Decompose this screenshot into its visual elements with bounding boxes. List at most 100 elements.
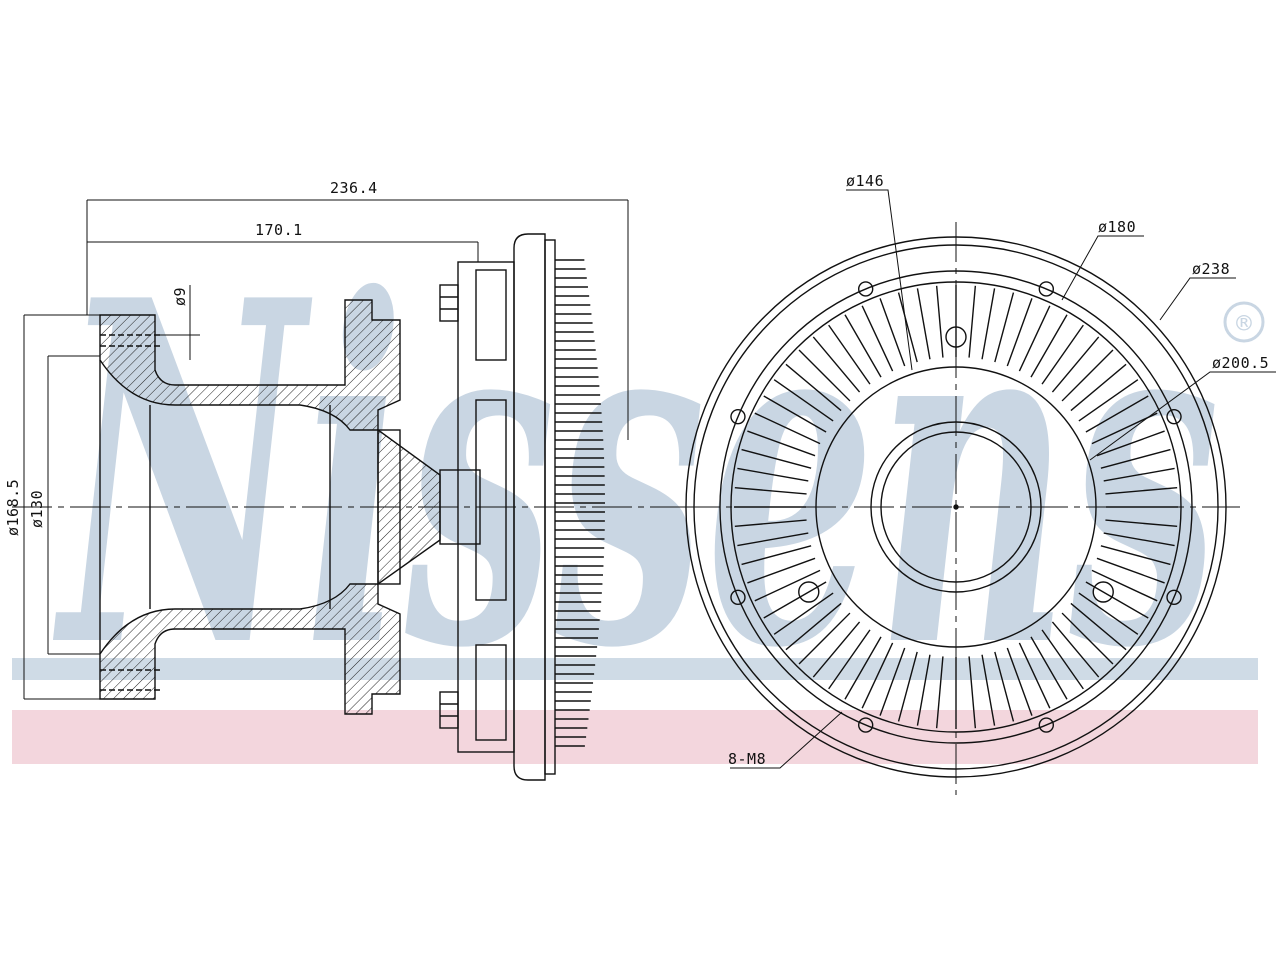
radial-fin <box>754 569 821 602</box>
fin-ring-inner <box>815 366 1097 648</box>
radial-fin <box>737 532 809 547</box>
radial-fin <box>897 292 918 363</box>
radial-fin <box>785 602 842 651</box>
radial-fin <box>1096 430 1165 457</box>
bolt-hole <box>730 589 746 606</box>
bolt-hole <box>1166 408 1182 425</box>
hub-disc <box>377 429 401 585</box>
radial-fin <box>879 298 906 367</box>
radial-fin <box>737 467 809 482</box>
radial-fin <box>1041 629 1084 690</box>
radial-fin <box>741 448 812 469</box>
watermark-blue-band <box>12 658 1258 680</box>
radial-fin <box>763 395 827 433</box>
clutch-inner-2 <box>475 399 507 601</box>
hub-inner <box>880 431 1032 583</box>
radial-fin <box>812 621 861 678</box>
cooling-fins <box>555 259 605 747</box>
radial-fin <box>1070 602 1127 651</box>
radial-fin <box>935 656 944 729</box>
radial-fin <box>916 288 931 360</box>
radial-fin <box>1006 298 1033 367</box>
radial-fin <box>1100 545 1171 566</box>
hub-section-upper <box>99 299 401 431</box>
hub-outer <box>870 421 1042 593</box>
radial-fin <box>994 292 1015 363</box>
fin-ring-outer <box>730 281 1182 733</box>
registered-mark-circle <box>1223 301 1265 343</box>
radial-fin <box>1061 612 1114 665</box>
radial-fin <box>897 651 918 722</box>
radial-fin <box>916 654 931 726</box>
radial-fin <box>1091 569 1158 602</box>
mount-hole <box>945 326 967 348</box>
registered-mark: ® <box>1236 309 1252 339</box>
mount-hole <box>798 581 820 603</box>
radial-fin <box>1100 448 1171 469</box>
hub-section-lower <box>99 583 401 715</box>
radial-fin <box>1105 519 1178 528</box>
radial-fin <box>734 486 807 495</box>
radial-fin <box>1006 647 1033 716</box>
radial-fin <box>968 285 977 358</box>
radial-fin <box>861 305 894 372</box>
radial-fin <box>879 647 906 716</box>
radial-fin <box>773 379 834 422</box>
radial-fin <box>968 656 977 729</box>
radial-fin <box>1030 636 1068 700</box>
radial-fin <box>844 314 882 378</box>
leader-threads <box>730 711 843 769</box>
leader-d200 <box>1089 371 1276 461</box>
radial-fin <box>798 612 851 665</box>
hub-center <box>953 504 959 510</box>
bolt-hole <box>1166 589 1182 606</box>
dim-flange-length: 170.1 <box>255 221 303 239</box>
radial-fin <box>741 545 812 566</box>
clutch-center-boss <box>439 469 481 545</box>
radial-fin <box>785 363 842 412</box>
radial-fin <box>1078 379 1139 422</box>
radial-fin <box>981 288 996 360</box>
watermark: Nissens ® <box>12 199 1265 764</box>
clutch-inner-3 <box>475 644 507 741</box>
radial-fin <box>1103 467 1175 482</box>
leader-d146 <box>846 189 913 371</box>
radial-fin <box>994 651 1015 722</box>
outer-rim-2 <box>693 244 1219 770</box>
dim-d200: ø200.5 <box>1212 354 1269 372</box>
dim-d146: ø146 <box>846 172 884 190</box>
radial-fin <box>1061 349 1114 402</box>
radial-fin <box>1041 324 1084 385</box>
front-dimensions <box>730 189 1276 769</box>
bolt-hole <box>1038 281 1055 297</box>
radial-fin <box>1018 642 1051 709</box>
outer-rim <box>685 236 1227 778</box>
pcd-circle <box>719 270 1193 744</box>
dim-outer-dia: ø168.5 <box>4 479 22 536</box>
radial-fin <box>763 581 827 619</box>
dim-d238: ø238 <box>1192 260 1230 278</box>
radial-fin <box>1105 486 1178 495</box>
bolt-hole <box>857 281 874 297</box>
radial-fin <box>1085 395 1149 433</box>
bolt-holes <box>730 281 1182 733</box>
dim-threads: 8-M8 <box>728 750 766 768</box>
radial-fin <box>981 654 996 726</box>
bolt-hole <box>730 408 746 425</box>
radial-fin <box>1085 581 1149 619</box>
radial-fins <box>734 285 1178 729</box>
radial-fin <box>747 430 816 457</box>
radial-fin <box>1096 557 1165 584</box>
radial-fin <box>754 412 821 445</box>
leader-d238 <box>1159 277 1236 321</box>
radial-fin <box>1103 532 1175 547</box>
radial-fin <box>747 557 816 584</box>
radial-fin <box>1018 305 1051 372</box>
radial-fin <box>1051 621 1100 678</box>
side-view <box>12 233 680 781</box>
radial-fin <box>1070 363 1127 412</box>
radial-fin <box>935 285 944 358</box>
bolt-hole <box>857 717 874 733</box>
radial-fin <box>828 629 871 690</box>
